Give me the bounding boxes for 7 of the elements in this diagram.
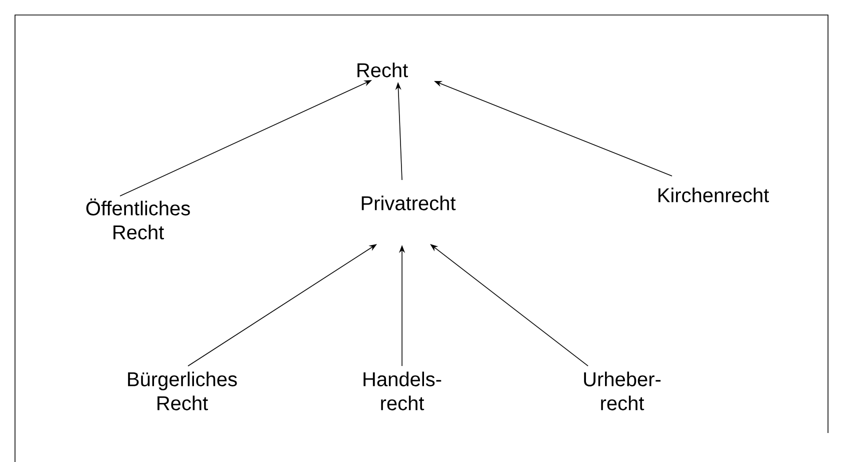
node-label: Handels- recht [364, 372, 442, 410]
node-label: Privatrecht [362, 196, 456, 210]
node-label: Kirchenrecht [658, 188, 769, 202]
node-label: Öffentliches Recht [86, 198, 190, 240]
node-label: Bürgerliches Recht [128, 372, 237, 410]
node-label: Recht [358, 62, 408, 78]
node-label: Urheber- recht [584, 372, 661, 410]
